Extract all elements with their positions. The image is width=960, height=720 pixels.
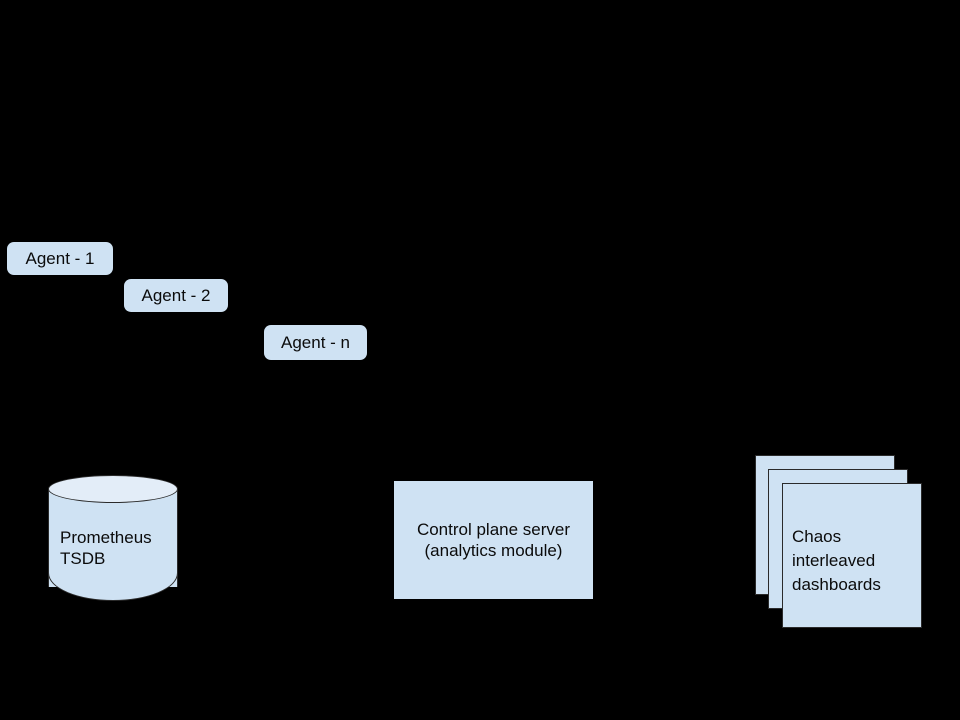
chaos-dashboards-node[interactable]: Chaos interleaved dashboards: [755, 455, 925, 630]
cylinder-top-ellipse: [48, 475, 178, 503]
prometheus-tsdb-label-line2: TSDB: [60, 549, 106, 568]
agent-node-2[interactable]: Agent - 2: [124, 279, 228, 312]
control-plane-server-label-line1: Control plane server: [416, 520, 571, 539]
agent-node-2-label: Agent - 2: [141, 286, 211, 305]
chaos-dashboards-label-line2: interleaved: [792, 551, 876, 570]
dashboard-card-front: [782, 483, 922, 628]
prometheus-tsdb-node[interactable]: Prometheus TSDB: [48, 475, 178, 601]
cylinder-bottom-ellipse: [48, 573, 178, 601]
chaos-dashboards-label: Chaos interleaved dashboards: [792, 525, 917, 597]
chaos-dashboards-label-line1: Chaos: [792, 527, 842, 546]
prometheus-tsdb-label-line1: Prometheus: [60, 528, 152, 547]
chaos-dashboards-label-line3: dashboards: [792, 575, 881, 594]
control-plane-server-label-line2: (analytics module): [424, 541, 563, 560]
agent-node-n[interactable]: Agent - n: [264, 325, 367, 360]
cylinder-body-shape: [48, 489, 178, 587]
agent-node-1[interactable]: Agent - 1: [7, 242, 113, 275]
control-plane-server-node[interactable]: Control plane server (analytics module): [394, 481, 593, 599]
control-plane-server-label: Control plane server (analytics module): [417, 519, 570, 561]
agent-node-n-label: Agent - n: [281, 333, 350, 352]
agent-node-1-label: Agent - 1: [25, 249, 95, 268]
prometheus-tsdb-label: Prometheus TSDB: [60, 527, 170, 569]
